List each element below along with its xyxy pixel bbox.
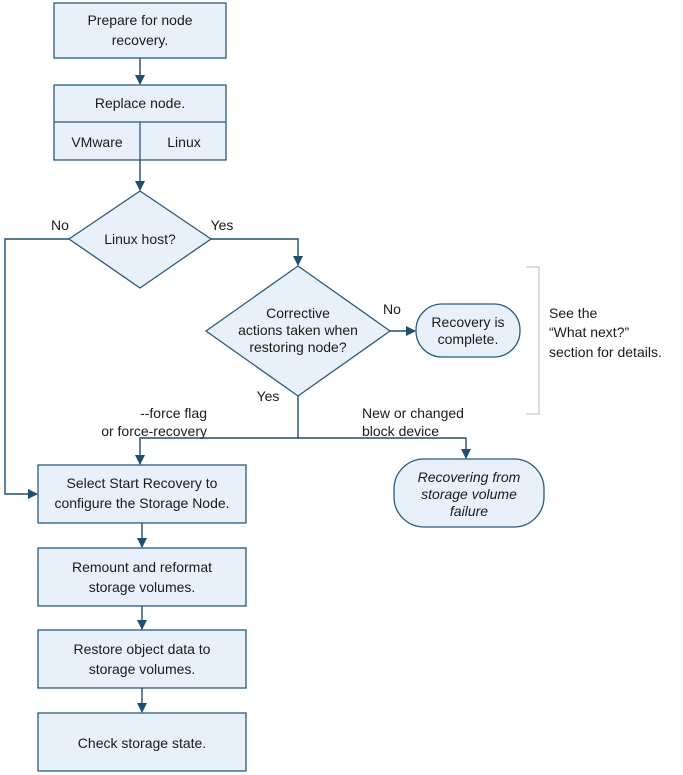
recovering-storage-volume-failure-link[interactable]: Recovering from storage volume failure (393, 458, 545, 528)
restore-line-2: storage volumes. (89, 661, 196, 677)
corrective-actions-decision: Corrective actions taken when restoring … (204, 265, 392, 397)
restore-object-data-box: Restore object data to storage volumes. (37, 629, 247, 689)
block-label-line-1: New or changed (362, 405, 464, 421)
failure-line-3: failure (450, 503, 488, 519)
prepare-node-recovery-box: Prepare for node recovery. (53, 2, 227, 59)
corrective-line-3: restoring node? (249, 339, 347, 355)
corrective-line-1: Corrective (266, 305, 330, 321)
note-bracket (526, 266, 540, 415)
block-label-line-2: block device (362, 423, 439, 439)
corrective-yes-label: Yes (257, 388, 280, 404)
note-line-3: section for details. (549, 344, 662, 360)
note-line-2: “What next?” (549, 324, 629, 340)
arrow-block-device-to-failure (298, 437, 471, 459)
remount-line-2: storage volumes. (89, 579, 196, 595)
prepare-line-1: Prepare for node (87, 12, 192, 28)
force-label-line-1: --force flag (140, 405, 207, 421)
select-start-line-1: Select Start Recovery to (67, 475, 218, 491)
recovery-complete-line-2: complete. (438, 331, 499, 347)
corrective-line-2: actions taken when (238, 322, 358, 338)
failure-line-2: storage volume (421, 486, 517, 502)
select-start-recovery-box: Select Start Recovery to configure the S… (37, 464, 247, 524)
remount-line-1: Remount and reformat (72, 559, 212, 575)
linux-label: Linux (167, 134, 200, 150)
check-storage-label: Check storage state. (78, 735, 206, 751)
arrow-force-to-select-start (135, 437, 298, 465)
linux-no-label: No (51, 217, 69, 233)
arrow-linux-no-to-select-start (4, 238, 69, 499)
linux-host-decision: Linux host? (67, 190, 213, 289)
corrective-no-label: No (383, 301, 401, 317)
arrow-linux-yes-to-corrective (211, 238, 303, 266)
linux-yes-label: Yes (211, 217, 234, 233)
vmware-label: VMware (71, 134, 123, 150)
replace-node-label: Replace node. (95, 95, 185, 111)
failure-line-1: Recovering from (418, 469, 521, 485)
what-next-note: See the “What next?” section for details… (549, 305, 662, 360)
remount-reformat-box: Remount and reformat storage volumes. (37, 547, 247, 607)
check-storage-state-box: Check storage state. (37, 712, 247, 772)
linux-host-label: Linux host? (104, 231, 176, 247)
recovery-complete-line-1: Recovery is (431, 314, 504, 330)
note-line-1: See the (549, 305, 597, 321)
select-start-line-2: configure the Storage Node. (54, 495, 229, 511)
prepare-line-2: recovery. (112, 32, 169, 48)
replace-node-box: Replace node. VMware Linux (53, 84, 227, 161)
recovery-complete-terminal: Recovery is complete. (415, 303, 521, 358)
force-label-line-2: or force-recovery (101, 423, 207, 439)
restore-line-1: Restore object data to (74, 641, 211, 657)
